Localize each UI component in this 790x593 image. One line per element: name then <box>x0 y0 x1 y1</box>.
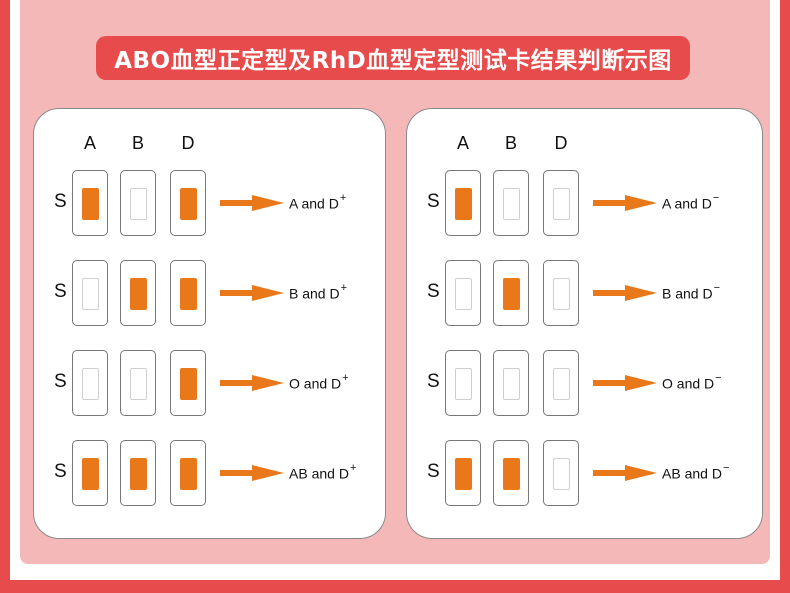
result-row: S O and D− <box>407 350 762 416</box>
well-a <box>72 440 108 506</box>
rh-negative-card: A B D S A and D− S B and D− S O and D− S AB and D− <box>406 108 763 539</box>
result-label: AB and D− <box>662 462 730 482</box>
column-header-a: A <box>83 133 96 153</box>
agglutination-positive <box>503 458 520 490</box>
result-row: S AB and D− <box>407 440 762 506</box>
result-row: S O and D+ <box>34 350 385 416</box>
arrow-right-icon <box>220 464 284 482</box>
well-d <box>543 260 579 326</box>
agglutination-negative <box>130 188 147 220</box>
result-label: O and D+ <box>289 372 349 392</box>
well-a <box>445 350 481 416</box>
result-label: A and D− <box>662 192 720 212</box>
arrow-right-icon <box>220 374 284 392</box>
sample-label: S <box>427 191 440 212</box>
arrow-right-icon <box>220 284 284 302</box>
agglutination-positive <box>503 278 520 310</box>
arrow-right-icon <box>593 284 657 302</box>
rh-sign: − <box>722 462 730 474</box>
agglutination-positive <box>455 188 472 220</box>
agglutination-negative <box>82 368 99 400</box>
agglutination-positive <box>130 458 147 490</box>
agglutination-positive <box>82 458 99 490</box>
arrow-right-icon <box>593 464 657 482</box>
agglutination-negative <box>130 368 147 400</box>
sample-label: S <box>54 461 67 482</box>
result-label: B and D+ <box>289 282 348 302</box>
agglutination-negative <box>553 458 570 490</box>
arrow-right-icon <box>593 374 657 392</box>
result-row: S B and D− <box>407 260 762 326</box>
well-b <box>120 260 156 326</box>
well-a <box>445 170 481 236</box>
rh-sign: + <box>349 462 357 474</box>
agglutination-positive <box>180 458 197 490</box>
well-b <box>493 170 529 236</box>
rh-sign: − <box>712 192 720 204</box>
result-row: S AB and D+ <box>34 440 385 506</box>
column-header-a: A <box>456 133 469 153</box>
well-a <box>445 440 481 506</box>
well-b <box>120 440 156 506</box>
well-b <box>493 260 529 326</box>
sample-label: S <box>427 281 440 302</box>
result-label: O and D− <box>662 372 722 392</box>
well-d <box>170 350 206 416</box>
result-label: A and D+ <box>289 192 347 212</box>
well-b <box>493 350 529 416</box>
agglutination-positive <box>130 278 147 310</box>
agglutination-positive <box>82 188 99 220</box>
agglutination-negative <box>455 368 472 400</box>
result-label: B and D− <box>662 282 721 302</box>
column-header-d: D <box>181 133 195 153</box>
sample-label: S <box>54 371 67 392</box>
agglutination-positive <box>180 188 197 220</box>
well-d <box>170 260 206 326</box>
well-b <box>493 440 529 506</box>
rh-sign: − <box>713 282 721 294</box>
sample-label: S <box>427 371 440 392</box>
agglutination-negative <box>455 278 472 310</box>
well-d <box>543 350 579 416</box>
column-header-b: B <box>504 133 517 153</box>
rh-positive-card: A B D S A and D+ S B and D+ S O and D+ S AB and D+ <box>33 108 386 539</box>
well-a <box>72 260 108 326</box>
sample-label: S <box>54 281 67 302</box>
agglutination-negative <box>503 188 520 220</box>
well-d <box>543 170 579 236</box>
rh-sign: + <box>339 192 347 204</box>
rh-sign: + <box>340 282 348 294</box>
sample-label: S <box>54 191 67 212</box>
well-b <box>120 170 156 236</box>
agglutination-negative <box>82 278 99 310</box>
result-row: S A and D− <box>407 170 762 236</box>
arrow-right-icon <box>593 194 657 212</box>
agglutination-negative <box>503 368 520 400</box>
agglutination-negative <box>553 278 570 310</box>
result-row: S B and D+ <box>34 260 385 326</box>
sample-label: S <box>427 461 440 482</box>
agglutination-negative <box>553 188 570 220</box>
page-title: ABO血型正定型及RhD血型定型测试卡结果判断示图 <box>96 36 690 80</box>
well-d <box>543 440 579 506</box>
agglutination-positive <box>455 458 472 490</box>
well-a <box>72 170 108 236</box>
result-label: AB and D+ <box>289 462 357 482</box>
well-b <box>120 350 156 416</box>
rh-sign: − <box>715 372 722 384</box>
result-row: S A and D+ <box>34 170 385 236</box>
well-a <box>72 350 108 416</box>
well-d <box>170 440 206 506</box>
well-d <box>170 170 206 236</box>
column-header-d: D <box>554 133 568 153</box>
well-a <box>445 260 481 326</box>
agglutination-positive <box>180 368 197 400</box>
agglutination-positive <box>180 278 197 310</box>
rh-sign: + <box>342 372 349 384</box>
column-header-b: B <box>131 133 144 153</box>
arrow-right-icon <box>220 194 284 212</box>
agglutination-negative <box>553 368 570 400</box>
